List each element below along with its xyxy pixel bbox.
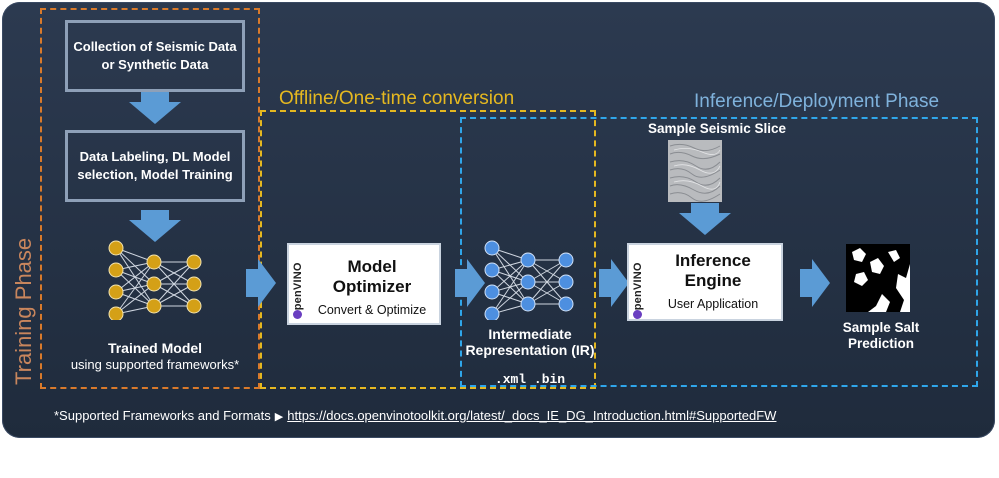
footnote-text: *Supported Frameworks and Formats	[54, 408, 271, 423]
inference-engine-box: OpenVINO Inference Engine User Applicati…	[627, 243, 783, 321]
ir-file-types: .xml .bin	[494, 372, 566, 387]
offline-conversion-region	[260, 110, 596, 389]
inference-phase-label: Inference/Deployment Phase	[694, 91, 940, 112]
caret-right-icon: ▶	[274, 411, 284, 423]
inference-phase-region	[460, 117, 978, 387]
trained-model-title: Trained Model	[107, 340, 203, 356]
footnote: *Supported Frameworks and Formats▶https:…	[54, 408, 776, 423]
collection-step-box: Collection of Seismic Data or Synthetic …	[65, 20, 245, 92]
training-phase-region	[40, 8, 260, 389]
trained-model-caption: Trained Model using supported frameworks…	[70, 340, 240, 373]
openvino-dot-icon	[634, 311, 641, 318]
openvino-logo-icon: OpenVINO	[632, 249, 644, 319]
down-arrow-icon	[129, 210, 181, 242]
offline-conversion-label: Offline/One-time conversion	[279, 88, 515, 109]
salt-prediction-image	[846, 244, 910, 312]
labeling-step-box: Data Labeling, DL Model selection, Model…	[65, 130, 245, 202]
sample-slice-caption: Sample Seismic Slice	[647, 121, 787, 136]
right-arrow-icon	[455, 259, 485, 307]
supported-frameworks-link[interactable]: https://docs.openvinotoolkit.org/latest/…	[287, 408, 777, 423]
inference-engine-subtitle: User Application	[667, 297, 759, 311]
model-optimizer-subtitle: Convert & Optimize	[317, 303, 427, 317]
training-phase-label: Training Phase	[11, 237, 36, 385]
inference-engine-title: Inference Engine	[675, 251, 751, 290]
right-arrow-icon	[599, 259, 629, 307]
labeling-step-label: Data Labeling, DL Model selection, Model…	[77, 149, 233, 182]
openvino-dot-icon	[294, 311, 301, 318]
right-arrow-icon	[246, 259, 276, 307]
ir-network-icon	[484, 240, 574, 320]
openvino-logo-icon: OpenVINO	[292, 249, 304, 319]
right-arrow-icon	[800, 259, 830, 307]
model-optimizer-box: OpenVINO Model Optimizer Convert & Optim…	[287, 243, 441, 325]
ir-title: Intermediate Representation (IR)	[465, 326, 595, 358]
collection-step-label: Collection of Seismic Data or Synthetic …	[73, 39, 237, 72]
trained-model-network-icon	[108, 240, 202, 320]
trained-model-subtitle: using supported frameworks*	[70, 357, 240, 372]
model-optimizer-title: Model Optimizer	[332, 257, 412, 296]
down-arrow-icon	[679, 203, 731, 235]
sample-prediction-caption: Sample Salt Prediction	[842, 320, 920, 351]
seismic-slice-image	[668, 140, 722, 202]
down-arrow-icon	[129, 92, 181, 124]
